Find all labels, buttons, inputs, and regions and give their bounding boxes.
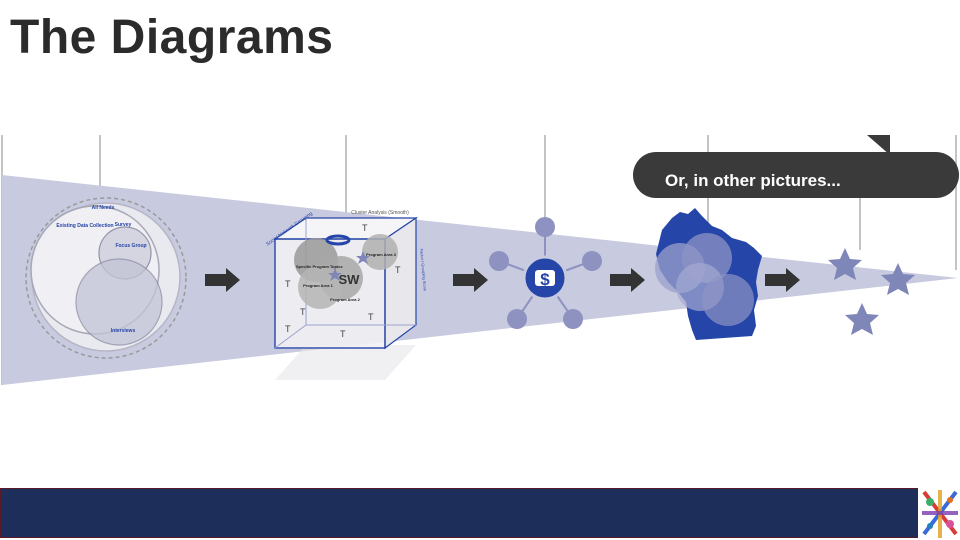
svg-text:T: T <box>362 223 368 233</box>
venn-label-focus-group: Focus Group <box>115 243 146 249</box>
svg-text:$: $ <box>540 270 550 289</box>
state-map <box>655 208 762 340</box>
venn-label-interviews: Interviews <box>111 328 136 334</box>
cube-right-label: Factor / Grouping Score <box>419 248 428 292</box>
arrow-icon <box>765 268 800 292</box>
callout-bubble: Or, in other pictures... <box>633 135 959 198</box>
arrow-icon <box>453 268 488 292</box>
venn-outer-label: All Needs <box>92 205 115 211</box>
venn-label-survey: Survey <box>115 222 132 228</box>
star-icon <box>845 303 879 335</box>
cube-top-label: Cluster Analysis (Smooth) <box>351 210 409 216</box>
cube-area-label: Program Area 2 <box>330 297 360 302</box>
star-icon <box>881 263 915 295</box>
footer-bar <box>0 488 918 538</box>
svg-text:T: T <box>285 279 291 289</box>
cube-area-label: Specific Program Topics <box>296 264 343 269</box>
svg-text:T: T <box>300 307 306 317</box>
venn-label-existing-data: Existing Data Collection <box>56 223 113 229</box>
star-icon <box>328 268 342 281</box>
svg-text:T: T <box>368 312 374 322</box>
arrow-icon <box>205 268 240 292</box>
cube-area-label: Program Area 3 <box>366 252 396 257</box>
cube-center-label: SW <box>339 272 361 287</box>
venn-diagram: All Needs Existing Data Collection Surve… <box>25 197 187 359</box>
svg-text:T: T <box>395 265 401 275</box>
logo-icon <box>920 488 960 540</box>
arrow-icon <box>610 268 645 292</box>
svg-text:T: T <box>340 329 346 339</box>
star-icon <box>828 248 862 280</box>
slide-title: The Diagrams <box>10 11 334 64</box>
star-icon <box>356 251 370 264</box>
dollar-icon: $ <box>535 270 555 289</box>
callout-text: Or, in other pictures... <box>665 171 841 190</box>
cluster-cube: Cluster Analysis (Smooth) Social Network… <box>265 210 428 380</box>
svg-text:T: T <box>285 324 291 334</box>
stars-group <box>828 248 915 335</box>
cube-area-label: Program Area 1 <box>303 283 333 288</box>
process-diagram: All Needs Existing Data Collection Surve… <box>1 135 959 385</box>
